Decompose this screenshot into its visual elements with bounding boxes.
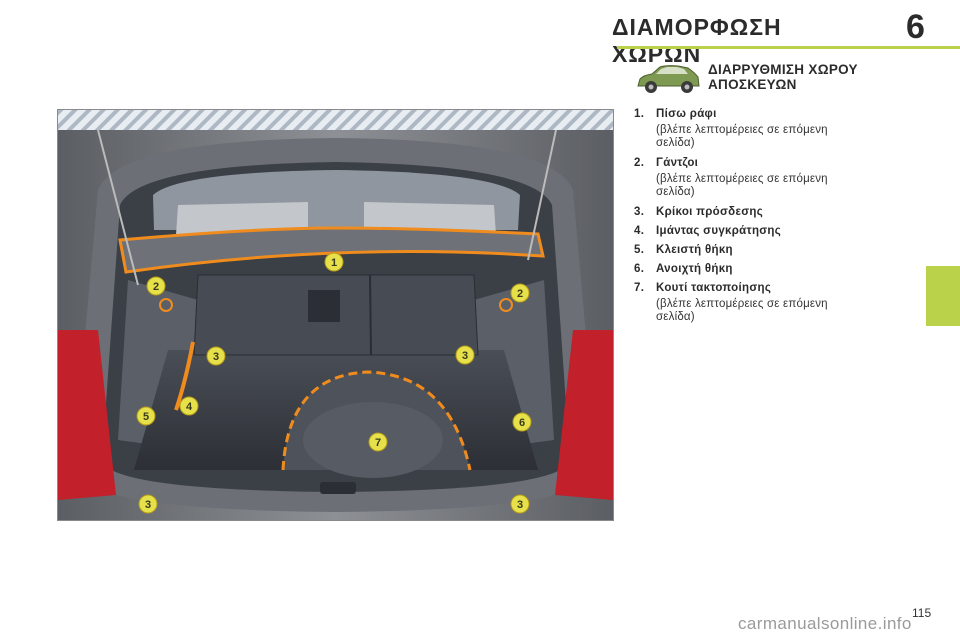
callout-2-left: 2: [146, 276, 166, 296]
section-title-line2: ΑΠΟΣΚΕΥΩΝ: [708, 77, 797, 92]
trunk-illustration: 1 2 2 3 3 3 3 4: [57, 109, 614, 521]
item-note-line: σελίδα): [656, 186, 695, 198]
svg-text:3: 3: [517, 499, 523, 511]
list-item: 2. Γάντζοι (βλέπε λεπτομέρειες σε επόμενη…: [634, 157, 914, 199]
item-note-line: (βλέπε λεπτομέρειες σε επόμενη: [656, 124, 828, 136]
item-label: Κρίκοι πρόσδεσης: [656, 206, 763, 218]
svg-text:2: 2: [153, 281, 159, 293]
svg-text:2: 2: [517, 288, 523, 300]
item-label: Ανοιχτή θήκη: [656, 263, 733, 275]
list-item: 6. Ανοιχτή θήκη: [634, 263, 914, 275]
svg-text:3: 3: [145, 499, 151, 511]
callout-3-right-lower: 3: [510, 494, 530, 514]
callout-3-right-upper: 3: [455, 345, 475, 365]
item-label: Ιμάντας συγκράτησης: [656, 225, 782, 237]
svg-text:4: 4: [186, 401, 193, 413]
item-list: 1. Πίσω ράφι (βλέπε λεπτομέρειες σε επόμε…: [634, 108, 914, 331]
svg-text:3: 3: [213, 351, 219, 363]
section-title: ΔΙΑΡΡΥΘΜΙΣΗ ΧΩΡΟΥ ΑΠΟΣΚΕΥΩΝ: [708, 62, 928, 92]
chapter-title: ΔΙΑΜΟΡΦΩΣΗ ΧΩΡΩΝ: [612, 14, 782, 67]
callout-3-left-lower: 3: [138, 494, 158, 514]
item-label: Κουτί τακτοποίησης: [656, 282, 772, 294]
svg-text:5: 5: [143, 411, 149, 423]
callout-7: 7: [368, 432, 388, 452]
item-number: 3.: [634, 206, 645, 218]
item-label: Πίσω ράφι: [656, 108, 717, 120]
list-item: 3. Κρίκοι πρόσδεσης: [634, 206, 914, 218]
callout-4: 4: [179, 396, 199, 416]
car-icon: [637, 65, 700, 93]
item-note-line: (βλέπε λεπτομέρειες σε επόμενη: [656, 298, 828, 310]
svg-text:7: 7: [375, 437, 381, 449]
item-number: 1.: [634, 108, 645, 120]
list-item: 7. Κουτί τακτοποίησης (βλέπε λεπτομέρειες…: [634, 282, 914, 324]
callout-2-right: 2: [510, 283, 530, 303]
item-number: 6.: [634, 263, 645, 275]
item-note-line: σελίδα): [656, 311, 695, 323]
item-note-line: σελίδα): [656, 137, 695, 149]
header-divider: [617, 46, 960, 49]
svg-text:3: 3: [462, 350, 468, 362]
item-number: 7.: [634, 282, 645, 294]
section-title-line1: ΔΙΑΡΡΥΘΜΙΣΗ ΧΩΡΟΥ: [708, 62, 858, 77]
svg-text:1: 1: [331, 257, 337, 269]
chapter-tab: [926, 266, 960, 326]
chapter-number: 6: [906, 8, 925, 46]
callout-1: 1: [324, 252, 344, 272]
callout-5: 5: [136, 406, 156, 426]
item-label: Κλειστή θήκη: [656, 244, 733, 256]
list-item: 4. Ιμάντας συγκράτησης: [634, 225, 914, 237]
item-label: Γάντζοι: [656, 157, 699, 169]
callout-6: 6: [512, 412, 532, 432]
list-item: 1. Πίσω ράφι (βλέπε λεπτομέρειες σε επόμε…: [634, 108, 914, 150]
svg-text:6: 6: [519, 417, 525, 429]
page-number: 115: [912, 606, 932, 620]
item-number: 2.: [634, 157, 645, 169]
item-number: 5.: [634, 244, 645, 256]
list-item: 5. Κλειστή θήκη: [634, 244, 914, 256]
item-note-line: (βλέπε λεπτομέρειες σε επόμενη: [656, 173, 828, 185]
watermark[interactable]: carmanualsonline.info: [738, 614, 912, 633]
callout-3-left-upper: 3: [206, 346, 226, 366]
item-number: 4.: [634, 225, 645, 237]
